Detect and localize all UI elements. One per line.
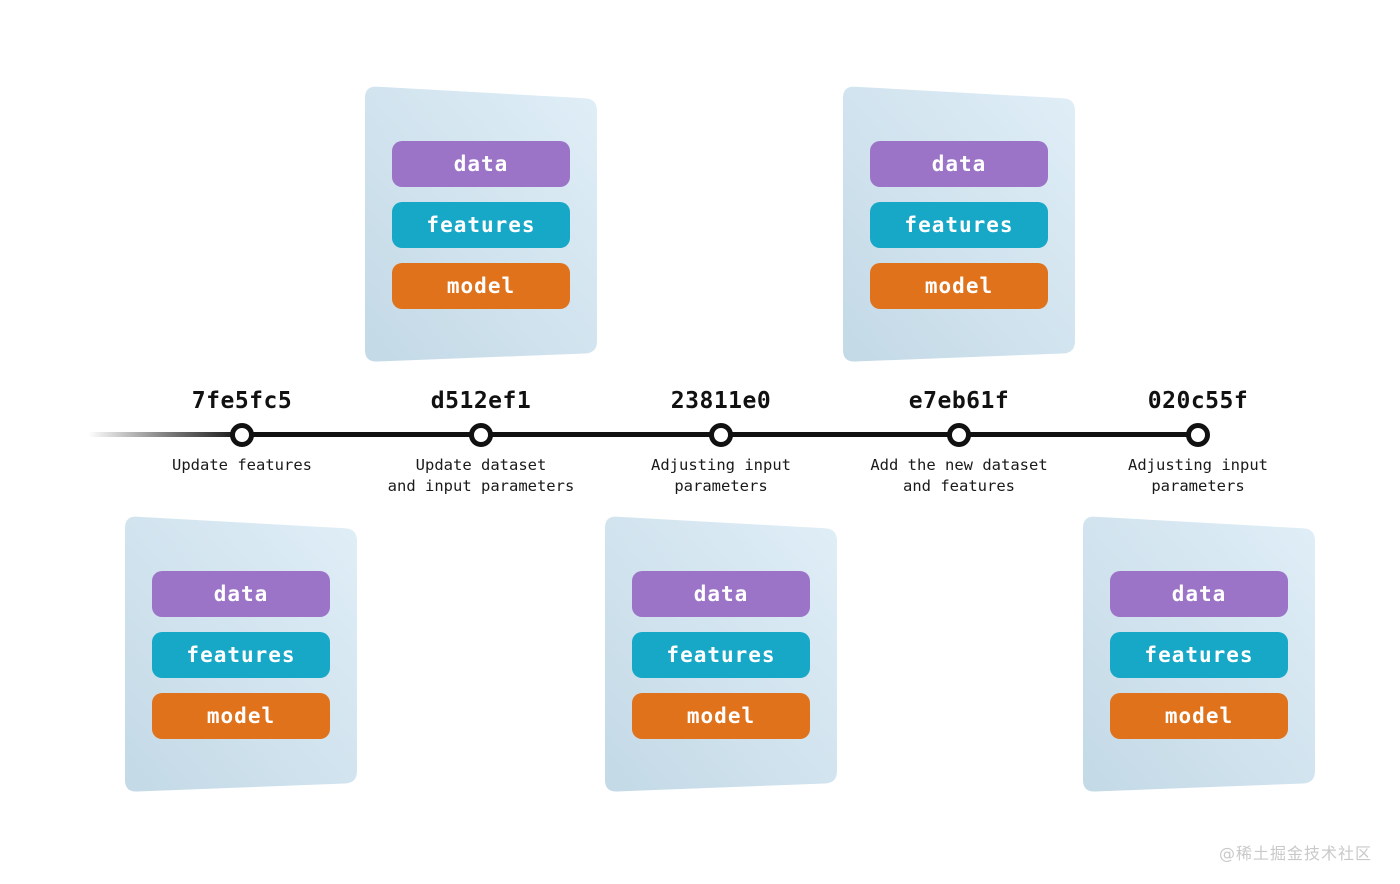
commit-dot-icon <box>709 423 733 447</box>
commit-hash: d512ef1 <box>430 388 532 414</box>
features-layer-pill: features <box>152 632 330 678</box>
data-layer-pill: data <box>632 571 810 617</box>
workspace-card-020c55f: data features model <box>1083 516 1315 792</box>
card-layers: data features model <box>392 141 570 309</box>
commit-dot-icon <box>230 423 254 447</box>
model-layer-pill: model <box>392 263 570 309</box>
commit-message: Adjusting input parameters <box>1088 455 1308 497</box>
features-layer-pill: features <box>632 632 810 678</box>
commit-node-7fe5fc5: 7fe5fc5 Update features <box>132 388 352 476</box>
watermark-text: @稀土掘金技术社区 <box>1218 844 1372 863</box>
commit-node-e7eb61f: e7eb61f Add the new dataset and features <box>849 388 1069 497</box>
commit-message-line: parameters <box>674 477 768 495</box>
card-layers: data features model <box>1110 571 1288 739</box>
data-layer-pill: data <box>1110 571 1288 617</box>
features-layer-pill: features <box>870 202 1048 248</box>
card-layers: data features model <box>870 141 1048 309</box>
commit-node-020c55f: 020c55f Adjusting input parameters <box>1088 388 1308 497</box>
features-layer-pill: features <box>392 202 570 248</box>
commit-message-line: parameters <box>1151 477 1245 495</box>
commit-hash: 23811e0 <box>670 388 772 414</box>
card-layers: data features model <box>152 571 330 739</box>
commit-node-d512ef1: d512ef1 Update dataset and input paramet… <box>371 388 591 497</box>
model-layer-pill: model <box>152 693 330 739</box>
commit-message-line: and features <box>903 477 1015 495</box>
commit-hash: 7fe5fc5 <box>191 388 293 414</box>
commit-message-line: and input parameters <box>387 477 575 495</box>
commit-message: Adjusting input parameters <box>611 455 831 497</box>
model-layer-pill: model <box>870 263 1048 309</box>
commit-message: Add the new dataset and features <box>849 455 1069 497</box>
model-layer-pill: model <box>1110 693 1288 739</box>
commit-node-23811e0: 23811e0 Adjusting input parameters <box>611 388 831 497</box>
commit-message-line: Add the new dataset <box>870 456 1048 474</box>
commit-dot-icon <box>1186 423 1210 447</box>
data-layer-pill: data <box>152 571 330 617</box>
model-layer-pill: model <box>632 693 810 739</box>
data-layer-pill: data <box>870 141 1048 187</box>
timeline-line <box>88 432 1200 437</box>
commit-hash: 020c55f <box>1147 388 1249 414</box>
workspace-card-d512ef1: data features model <box>365 86 597 362</box>
commit-message: Update features <box>132 455 352 476</box>
workspace-card-23811e0: data features model <box>605 516 837 792</box>
commit-message: Update dataset and input parameters <box>371 455 591 497</box>
commit-dot-icon <box>469 423 493 447</box>
data-layer-pill: data <box>392 141 570 187</box>
commit-dot-icon <box>947 423 971 447</box>
workspace-card-7fe5fc5: data features model <box>125 516 357 792</box>
commit-message-line: Adjusting input <box>1128 456 1268 474</box>
commit-message-line: Update features <box>172 456 312 474</box>
commit-hash: e7eb61f <box>908 388 1010 414</box>
commit-message-line: Update dataset <box>415 456 547 474</box>
commit-message-line: Adjusting input <box>651 456 791 474</box>
workspace-card-e7eb61f: data features model <box>843 86 1075 362</box>
features-layer-pill: features <box>1110 632 1288 678</box>
card-layers: data features model <box>632 571 810 739</box>
